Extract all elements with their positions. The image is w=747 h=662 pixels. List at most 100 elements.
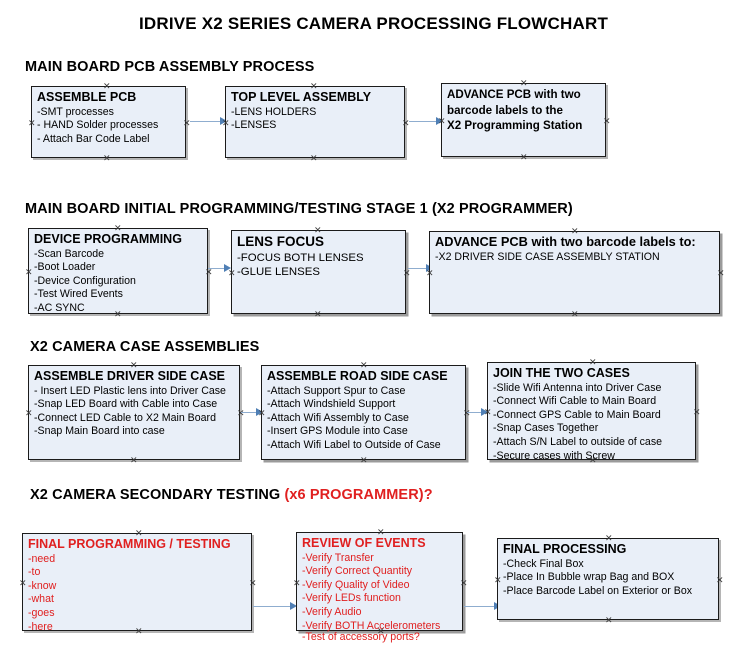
section-header-label: X2 CAMERA SECONDARY TESTING	[30, 487, 285, 503]
connector-handle-right[interactable]	[603, 118, 610, 125]
connector-handle-left[interactable]	[258, 410, 265, 417]
connector-handle-left[interactable]	[494, 577, 501, 584]
node-line: -Test Wired Events	[34, 288, 123, 301]
connector-handle-right[interactable]	[249, 580, 256, 587]
node-line: - Insert LED Plastic lens into Driver Ca…	[34, 384, 226, 397]
connector-toplevel-to-advance	[409, 121, 439, 122]
connector-handle-top[interactable]	[310, 83, 317, 90]
node-line: -what	[28, 593, 54, 606]
connector-handle-left[interactable]	[438, 118, 445, 125]
node-assemble-pcb[interactable]: ASSEMBLE PCB -SMT processes - HAND Solde…	[31, 86, 186, 158]
node-top-level-assembly[interactable]: TOP LEVEL ASSEMBLY -LENS HOLDERS -LENSES	[225, 86, 405, 158]
node-final-processing[interactable]: FINAL PROCESSING -Check Final Box -Place…	[497, 538, 719, 620]
node-body: -Attach Support Spur to Case -Attach Win…	[267, 385, 461, 453]
node-line: barcode labels to the	[447, 103, 563, 117]
node-line: -Connect Wifi Cable to Main Board	[493, 395, 657, 408]
node-advance-pcb-to-driver-side-station[interactable]: ADVANCE PCB with two barcode labels to: …	[429, 231, 720, 314]
connector-handle-left[interactable]	[293, 580, 300, 587]
connector-handle-right[interactable]	[717, 270, 724, 277]
node-review-of-events[interactable]: REVIEW OF EVENTS -Verify Transfer -Verif…	[293, 529, 463, 643]
node-line: -Verify BOTH Accelerometers	[302, 619, 441, 632]
node-title: TOP LEVEL ASSEMBLY	[231, 90, 372, 104]
connector-handle-right[interactable]	[460, 580, 467, 587]
section-header-label: MAIN BOARD PCB ASSEMBLY PROCESS	[25, 59, 315, 75]
connector-handle-top[interactable]	[589, 359, 596, 366]
node-line: -Attach Wifi Label to Outside of Case	[267, 438, 441, 451]
section-header-label: MAIN BOARD INITIAL PROGRAMMING/TESTING S…	[25, 201, 573, 217]
node-body: - Insert LED Plastic lens into Driver Ca…	[34, 385, 235, 439]
connector-handle-right[interactable]	[693, 409, 700, 416]
node-line: -Snap Main Board into case	[34, 425, 165, 438]
node-body: -Verify Transfer -Verify Correct Quantit…	[302, 552, 458, 634]
connector-handle-left[interactable]	[426, 270, 433, 277]
connector-handle-left[interactable]	[484, 409, 491, 416]
node-line: -Boot Loader	[34, 261, 96, 274]
node-line: -Secure cases with Screw	[493, 449, 615, 462]
node-join-the-two-cases[interactable]: JOIN THE TWO CASES -Slide Wifi Antenna i…	[484, 359, 696, 462]
node-device-programming[interactable]: DEVICE PROGRAMMING -Scan Barcode -Boot L…	[28, 228, 208, 314]
connector-handle-top[interactable]	[605, 535, 612, 542]
node-title: ASSEMBLE ROAD SIDE CASE	[267, 369, 448, 383]
connector-handle-bottom[interactable]	[130, 457, 137, 464]
connector-review-to-finalprocessing	[464, 606, 497, 607]
node-line: -Snap LED Board with Cable into Case	[34, 398, 218, 411]
node-title: ADVANCE PCB with two	[447, 88, 581, 101]
connector-handle-bottom[interactable]	[589, 457, 596, 464]
node-assemble-road-side-case[interactable]: ASSEMBLE ROAD SIDE CASE -Attach Support …	[261, 365, 466, 460]
connector-handle-right[interactable]	[402, 120, 409, 127]
connector-handle-top[interactable]	[520, 80, 527, 87]
connector-handle-left[interactable]	[19, 580, 26, 587]
connector-handle-bottom[interactable]	[314, 311, 321, 318]
connector-handle-top[interactable]	[135, 530, 142, 537]
node-title: ADVANCE PCB with two barcode labels to:	[435, 234, 696, 249]
connector-handle-bottom[interactable]	[571, 311, 578, 318]
connector-handle-top[interactable]	[360, 362, 367, 369]
connector-handle-bottom[interactable]	[114, 311, 121, 318]
connector-handle-right[interactable]	[205, 269, 212, 276]
connector-lensfocus-to-advance2	[408, 268, 430, 269]
node-line: -Verify Correct Quantity	[302, 565, 413, 578]
node-title: FINAL PROGRAMMING / TESTING	[28, 537, 231, 551]
node-line: -Place In Bubble wrap Bag and BOX	[503, 571, 675, 584]
connector-handle-top[interactable]	[103, 83, 110, 90]
connector-handle-left[interactable]	[25, 410, 32, 417]
connector-handle-right[interactable]	[716, 577, 723, 584]
section-header-x2-camera-case-assemblies: X2 CAMERA CASE ASSEMBLIES	[30, 339, 259, 355]
node-line: -Attach Windshield Support	[267, 398, 396, 411]
node-body: -LENS HOLDERS -LENSES	[231, 106, 400, 133]
connector-handle-left[interactable]	[28, 120, 35, 127]
connector-handle-top[interactable]	[114, 225, 121, 232]
node-body: -X2 DRIVER SIDE CASE ASSEMBLY STATION	[435, 251, 715, 265]
node-line: X2 Programming Station	[447, 119, 583, 133]
connector-handle-right[interactable]	[183, 120, 190, 127]
node-body: -FOCUS BOTH LENSES -GLUE LENSES	[237, 251, 401, 280]
node-line: -goes	[28, 606, 55, 619]
connector-handle-left[interactable]	[222, 120, 229, 127]
connector-handle-top[interactable]	[571, 228, 578, 235]
connector-handle-top[interactable]	[130, 362, 137, 369]
connector-handle-bottom[interactable]	[360, 457, 367, 464]
section-header-label: X2 CAMERA CASE ASSEMBLIES	[30, 339, 260, 355]
connector-handle-left[interactable]	[228, 270, 235, 277]
node-lens-focus[interactable]: LENS FOCUS -FOCUS BOTH LENSES -GLUE LENS…	[231, 230, 406, 314]
node-line: -Insert GPS Module into Case	[267, 425, 408, 438]
node-line: -LENSES	[231, 119, 277, 132]
node-assemble-driver-side-case[interactable]: ASSEMBLE DRIVER SIDE CASE - Insert LED P…	[28, 365, 240, 460]
node-final-programming-testing[interactable]: FINAL PROGRAMMING / TESTING -need -to -k…	[19, 530, 252, 633]
connector-handle-right[interactable]	[403, 270, 410, 277]
section-header-x2-camera-secondary-testing: X2 CAMERA SECONDARY TESTING (x6 PROGRAMM…	[30, 487, 433, 503]
node-advance-pcb-to-programming-station[interactable]: ADVANCE PCB with two barcode labels to t…	[441, 83, 606, 157]
connector-handle-bottom[interactable]	[377, 628, 384, 635]
node-line: -Verify Quality of Video	[302, 578, 410, 591]
node-body: -Slide Wifi Antenna into Driver Case -Co…	[493, 382, 691, 464]
connector-handle-bottom[interactable]	[520, 154, 527, 161]
connector-handle-bottom[interactable]	[103, 155, 110, 162]
connector-handle-bottom[interactable]	[135, 628, 142, 635]
connector-handle-top[interactable]	[377, 529, 384, 536]
connector-handle-top[interactable]	[314, 227, 321, 234]
connector-handle-bottom[interactable]	[310, 155, 317, 162]
arrowhead-icon	[290, 602, 297, 610]
connector-handle-bottom[interactable]	[605, 617, 612, 624]
node-title: DEVICE PROGRAMMING	[34, 232, 182, 246]
connector-handle-left[interactable]	[25, 269, 32, 276]
